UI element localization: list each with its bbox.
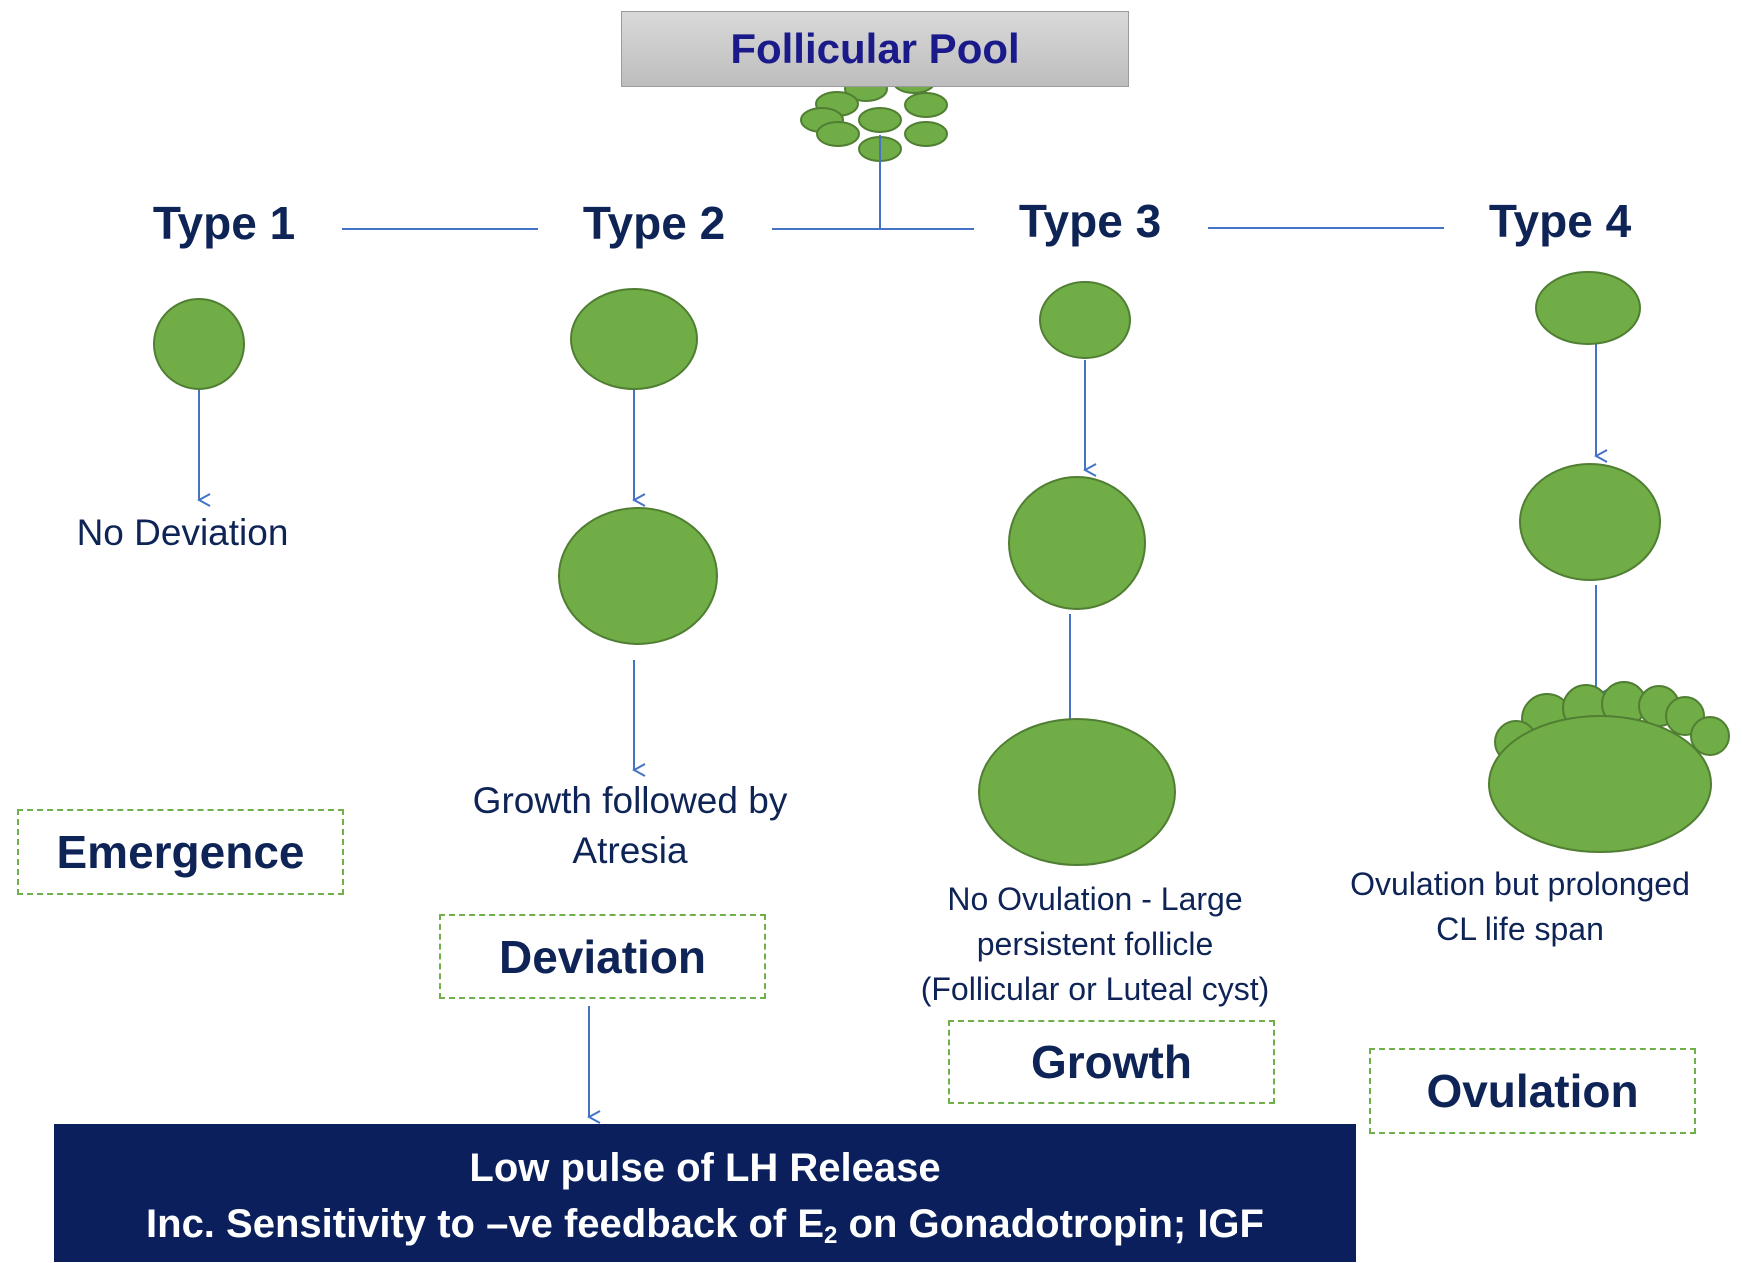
follicle-type2-small <box>570 288 698 390</box>
follicle-type3-medium <box>1008 476 1146 610</box>
stage-box-deviation: Deviation <box>439 914 766 999</box>
type-4-heading: Type 4 <box>1488 195 1632 247</box>
pool-follicle <box>904 121 948 147</box>
type-4-description: Ovulation but prolonged CL life span <box>1320 862 1720 952</box>
type-2-description-line: Atresia <box>572 829 688 871</box>
type-3-description-line: (Follicular or Luteal cyst) <box>920 970 1270 1007</box>
stage-box-growth: Growth <box>948 1020 1275 1104</box>
follicle-type4-small <box>1535 271 1641 345</box>
follicle-type4-medium <box>1519 463 1661 581</box>
follicle-type2-large <box>558 507 718 645</box>
follicular-pool-title: Follicular Pool <box>621 11 1129 87</box>
type-3-description-line: No Ovulation - Large <box>947 881 1243 917</box>
type-1-heading: Type 1 <box>152 197 296 249</box>
pool-follicle <box>816 121 860 147</box>
banner-line-1: Low pulse of LH Release <box>469 1146 941 1190</box>
type-3-description-line: persistent follicle <box>976 925 1214 962</box>
follicle-type3-small <box>1039 281 1131 359</box>
follicle-type3-large <box>978 718 1176 866</box>
pool-follicle <box>858 107 902 133</box>
type-1-description: No Deviation <box>76 512 289 553</box>
banner-line-2-subscript: 2 <box>824 1222 838 1249</box>
lh-release-banner: Low pulse of LH Release Inc. Sensitivity… <box>54 1124 1356 1262</box>
type-2-description: Growth followed by Atresia <box>420 776 840 876</box>
type-2-description-line: Growth followed by <box>472 780 788 821</box>
stage-box-ovulation: Ovulation <box>1369 1048 1696 1134</box>
type-3-heading: Type 3 <box>1018 195 1162 247</box>
banner-line-2: Inc. Sensitivity to –ve feedback of E2 o… <box>54 1196 1356 1253</box>
type-4-description-line: Ovulation but prolonged <box>1350 866 1690 902</box>
ovulated-follicle-type4 <box>1488 681 1730 853</box>
pool-follicle <box>904 92 948 118</box>
follicle-type1 <box>153 298 245 390</box>
type-2-heading: Type 2 <box>582 197 726 249</box>
type-3-description: No Ovulation - Large persistent follicle… <box>880 877 1310 1011</box>
type-4-description-line: CL life span <box>1436 910 1604 947</box>
type-connectors <box>342 135 1444 230</box>
banner-line-2-text: Inc. Sensitivity to –ve feedback of E <box>146 1202 825 1246</box>
stage-box-emergence: Emergence <box>17 809 344 895</box>
banner-line-2-text-end: on Gonadotropin; IGF <box>837 1202 1264 1246</box>
